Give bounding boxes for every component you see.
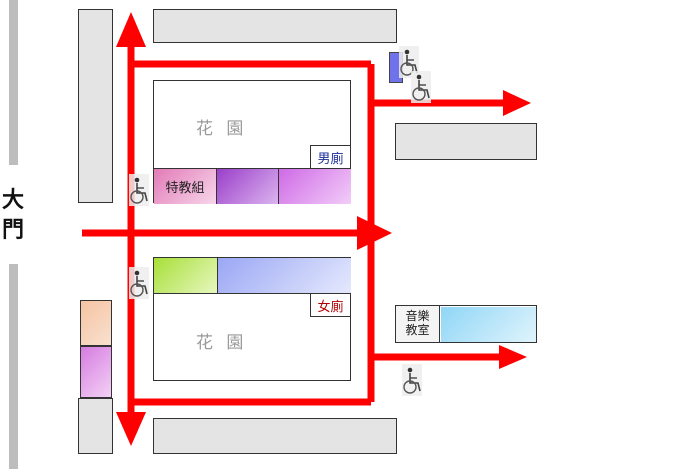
garden-label-bottom: 花 園: [196, 333, 248, 353]
wheelchair-icon-4: [410, 70, 432, 104]
womens-restroom-label: 女廁: [317, 299, 344, 315]
road-strip-upper: [9, 0, 18, 165]
room-green: [154, 258, 218, 294]
arrow-icon-right-main: [357, 216, 392, 250]
music-room-label-2: 教室: [405, 323, 430, 337]
room-violet: [279, 168, 351, 204]
main-gate-label-1: 大: [2, 188, 25, 213]
road-strip-lower: [9, 264, 18, 469]
womens-restroom: 女廁: [310, 293, 351, 317]
mens-restroom: 男廁: [310, 145, 351, 169]
room-lightblue: [441, 307, 536, 342]
arrow-icon-down: [116, 412, 146, 446]
bottom-wall: [153, 418, 397, 454]
left-wall-bottom: [78, 398, 113, 454]
room-purple: [217, 168, 279, 204]
room-blue: [218, 258, 351, 294]
music-room-label-1: 音樂: [405, 309, 430, 324]
arrow-icon-up: [116, 12, 146, 47]
arrow-icon-right-upper: [503, 90, 531, 116]
wheelchair-icon-2: [128, 266, 150, 300]
wheelchair-icon-1: [128, 173, 150, 207]
wheelchair-icon-5: [401, 363, 423, 397]
special-ed-office: 特教組: [154, 168, 217, 204]
garden-block-bottom: 女廁 花 園: [153, 257, 351, 381]
garden-label-top: 花 園: [196, 119, 248, 139]
right-upper-wing: [395, 123, 537, 160]
left-room-orange: [80, 300, 112, 346]
mens-restroom-label: 男廁: [317, 151, 344, 167]
left-room-pink: [80, 346, 112, 398]
arrow-icon-right-lower: [499, 345, 527, 369]
garden-block-top: 花 園 男廁 特教組: [153, 80, 351, 204]
main-gate-label-2: 門: [2, 218, 25, 243]
music-room: 音樂 教室: [396, 306, 440, 342]
special-ed-label: 特教組: [165, 181, 205, 196]
left-wall-top: [78, 9, 113, 203]
top-wall: [153, 9, 397, 43]
